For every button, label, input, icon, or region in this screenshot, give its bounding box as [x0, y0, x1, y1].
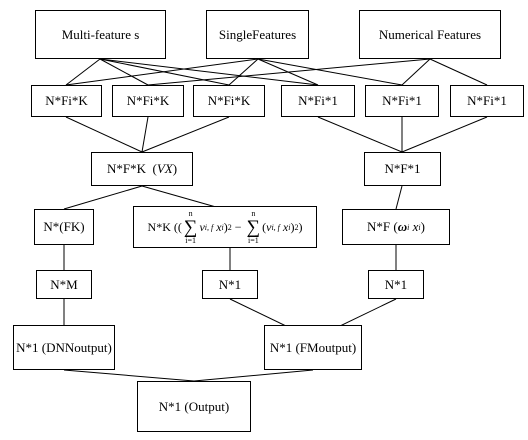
edge-numerical-to-nfik2 [147, 58, 431, 86]
numerical-features-label: Numerical Features [378, 26, 482, 42]
nfk-paren-node: N*(FK) [34, 209, 94, 245]
edge-nfi1-1-to-nf1 [317, 116, 403, 153]
multi-features-label: Multi-feature s [61, 26, 140, 42]
edge-nfik3-to-nfk [141, 116, 230, 153]
v-1: v [199, 219, 205, 234]
edge-nfik1-to-nfk [65, 116, 143, 153]
nfik-node-3-label: N*Fi*K [207, 93, 251, 108]
sum-1-lower: i=1 [185, 235, 197, 245]
sum-2-sigma: ∑ [246, 216, 261, 238]
nf1-label: N*F*1 [384, 161, 421, 176]
n1-right-node: N*1 [368, 270, 424, 299]
sum-symbol-2: n ∑ i=1 [246, 208, 261, 245]
nfik-node-1-label: N*Fi*K [45, 93, 88, 108]
sum-2-upper: n [251, 208, 256, 218]
v-2-sub: i, f [271, 222, 280, 232]
n1-left-label: N*1 [218, 276, 242, 292]
nfik-node-1: N*Fi*K [31, 85, 102, 117]
vx-paren-close: ) [172, 161, 178, 176]
nfk-vx-node: N*F*K (VX) [91, 152, 193, 186]
nfk-text: N*F*K [106, 161, 146, 176]
edge-multi-to-nfi1-1 [99, 58, 319, 86]
nfi1-node-1-label: N*Fi*1 [298, 93, 338, 108]
formula-close-paren: ) [298, 219, 303, 234]
n1-right-label: N*1 [384, 276, 408, 292]
fm-output-node: N*1 (FMoutput) [264, 325, 362, 370]
x-2: x [282, 219, 289, 234]
omega-open-paren: ( [390, 219, 398, 234]
nfik-node-2-label: N*Fi*K [126, 93, 170, 108]
nfik-node-3: N*Fi*K [193, 85, 265, 117]
dnn-output-label: N*1 (DNNoutput) [16, 339, 112, 355]
edge-nfik2-to-nfk [141, 116, 149, 153]
nm-node: N*M [36, 270, 92, 299]
square-paren-1: ) [223, 219, 228, 234]
edge-numerical-to-nfi1-2 [401, 58, 431, 86]
formula-open-paren: (( [170, 219, 182, 234]
nm-label: N*M [50, 276, 78, 292]
edge-numerical-to-nfi1-3 [429, 58, 488, 86]
multi-features-node: Multi-feature s [35, 10, 166, 59]
nfik-node-2: N*Fi*K [112, 85, 184, 117]
nf-text: N*F [367, 219, 391, 234]
square-2: 2 [294, 222, 299, 232]
edge-nfi1-3-to-nf1 [401, 116, 488, 153]
edge-nfk-to-fk [63, 185, 143, 210]
square-paren-2-close: ) [290, 219, 295, 234]
edge-single-to-nfik1 [65, 58, 259, 86]
final-output-node: N*1 (Output) [137, 381, 251, 432]
single-features-node: SingleFeatures [206, 10, 309, 59]
x-1: x [216, 219, 222, 234]
x-1-sub: i [221, 222, 224, 232]
nk-text: N*K [147, 219, 171, 234]
sum-2-lower: i=1 [247, 235, 259, 245]
fm-output-label: N*1 (FMoutput) [269, 339, 357, 355]
edge-single-to-nfi1-2 [257, 58, 403, 86]
omega-symbol: ω [397, 219, 408, 234]
dnn-output-node: N*1 (DNNoutput) [13, 325, 115, 370]
nfi1-node-1: N*Fi*1 [281, 85, 355, 117]
nf1-node: N*F*1 [364, 152, 441, 186]
edge-multi-to-nfik2 [99, 58, 149, 86]
sum-1-upper: n [188, 208, 193, 218]
x-2-sub: i [288, 222, 291, 232]
omega-close-paren: ) [420, 219, 425, 234]
omega-sub: i [407, 222, 410, 232]
square-paren-2-open: ( [262, 219, 267, 234]
edge-nf1-to-omega [395, 185, 403, 210]
sum-1-sigma: ∑ [183, 216, 198, 238]
nfi1-node-2-label: N*Fi*1 [382, 93, 422, 108]
final-output-label: N*1 (Output) [158, 398, 230, 414]
nfi1-node-3-label: N*Fi*1 [467, 93, 507, 108]
v-2: v [266, 219, 272, 234]
nfk-paren-label: N*(FK) [43, 219, 85, 234]
single-features-label: SingleFeatures [218, 26, 297, 42]
nfi1-node-2: N*Fi*1 [365, 85, 439, 117]
nfi1-node-3: N*Fi*1 [450, 85, 524, 117]
x-3-sub: i [418, 222, 421, 232]
edge-fm-to-output [193, 369, 314, 382]
edge-dnn-to-output [63, 369, 195, 382]
vx-symbol: VX [156, 161, 173, 176]
v-1-sub: i, f [204, 222, 214, 232]
numerical-features-node: Numerical Features [359, 10, 501, 59]
edge-nfk-to-formula [141, 185, 224, 210]
minus-sign: − [231, 219, 245, 234]
nfk-vx-label: N*F*K (VX) [107, 161, 177, 177]
x-3: x [412, 219, 419, 234]
edge-single-to-nfik3 [228, 58, 259, 86]
edge-multi-to-nfik1 [65, 58, 101, 86]
n1-left-node: N*1 [202, 270, 258, 299]
vx-paren: ( [149, 161, 157, 176]
sum-symbol-1: n ∑ i=1 [183, 208, 198, 245]
square-1: 2 [227, 222, 232, 232]
